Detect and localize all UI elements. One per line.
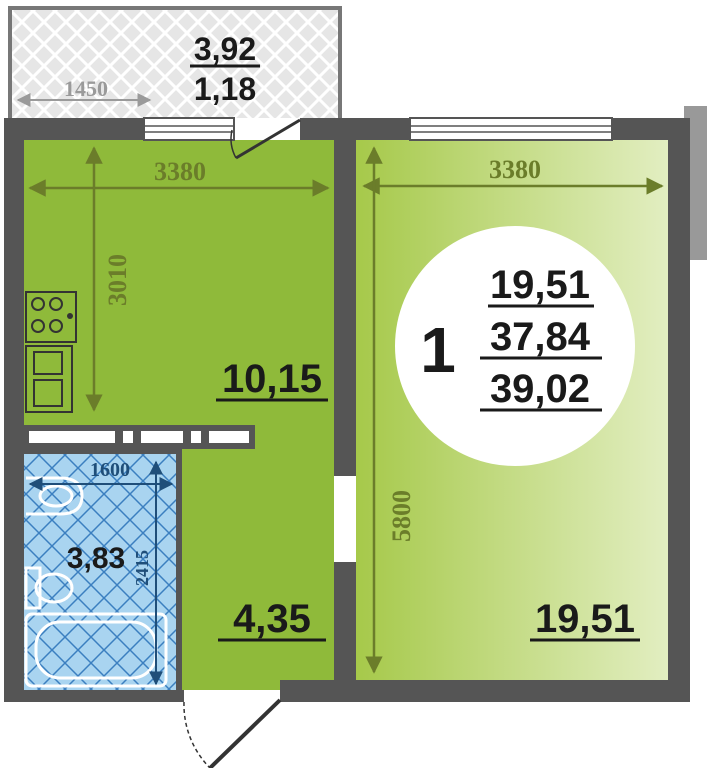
balcony-area: 3,92 bbox=[194, 31, 256, 67]
balcony bbox=[8, 6, 342, 118]
rooms-count: 1 bbox=[420, 314, 456, 386]
toilet bbox=[24, 566, 74, 610]
balcony-width-dim: 1450 bbox=[64, 76, 108, 101]
kitchen-depth-dim: 3010 bbox=[103, 254, 132, 306]
balcony-reduced-area: 1,18 bbox=[194, 71, 256, 107]
dimension-lines bbox=[28, 146, 664, 686]
living-room-width-dim: 3380 bbox=[489, 155, 541, 184]
total-area: 37,84 bbox=[490, 315, 591, 359]
kitchen-width-dim: 3380 bbox=[154, 157, 206, 186]
hallway-area: 4,35 bbox=[233, 597, 311, 641]
outer-wall-corner bbox=[684, 106, 707, 260]
bathroom-width-dim: 1600 bbox=[90, 459, 130, 481]
living-area: 19,51 bbox=[490, 263, 590, 307]
kitchen-area: 10,15 bbox=[222, 357, 322, 401]
kitchen-sink bbox=[25, 345, 73, 413]
bathroom-depth-dim: 2415 bbox=[132, 550, 152, 586]
total-area-with-balcony: 39,02 bbox=[490, 367, 590, 411]
living-room-depth-dim: 5800 bbox=[387, 490, 416, 542]
walls bbox=[4, 118, 690, 702]
living-room-area: 19,51 bbox=[535, 597, 635, 641]
balcony-door bbox=[230, 118, 301, 160]
window-living-room bbox=[409, 117, 613, 141]
partition-shelf bbox=[23, 425, 255, 449]
apartment-info-circle bbox=[395, 226, 635, 466]
bathroom-area: 3,83 bbox=[67, 542, 125, 575]
kitchen-stove bbox=[25, 291, 77, 343]
window-kitchen bbox=[143, 117, 235, 141]
entrance-door bbox=[183, 698, 282, 768]
